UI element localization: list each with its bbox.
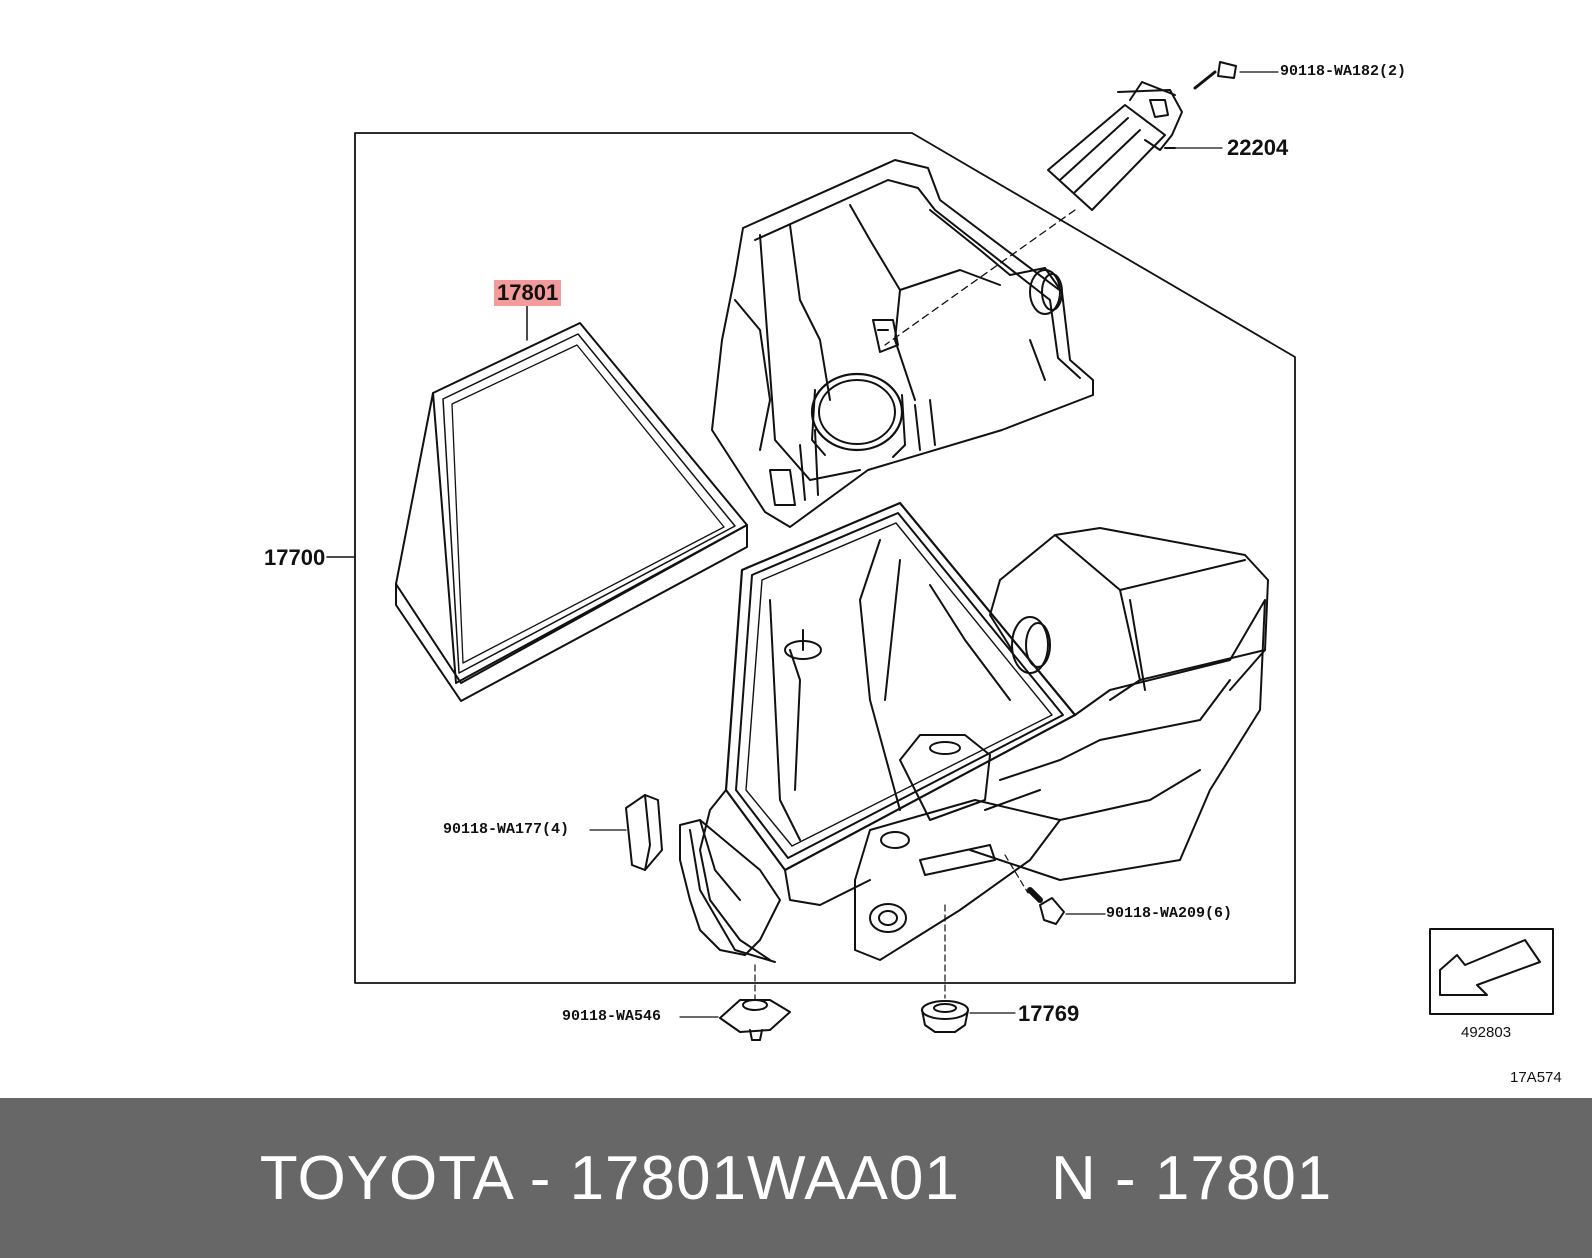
- air-cleaner-cover: [711, 159, 1094, 528]
- part-label-grommet: 17769: [1018, 1001, 1080, 1026]
- part-label-clamp: 90118-WA177(4): [443, 821, 570, 838]
- footer-banner: TOYOTA - 17801WAA01 N - 17801: [0, 1098, 1592, 1258]
- part-label-bolt-top: 90118-WA182(2): [1280, 63, 1407, 80]
- assembly-outline: [354, 132, 1296, 984]
- part-label-cleaner-assy: 17700: [264, 545, 326, 570]
- side-bolt: [1004, 854, 1106, 925]
- grommet-part: [921, 904, 1016, 1033]
- air-flow-meter: [884, 61, 1279, 346]
- part-label-flow-meter: 22204: [1227, 135, 1289, 160]
- view-code: 492803: [1461, 1024, 1512, 1041]
- footer-part-number: TOYOTA - 17801WAA01 N - 17801: [259, 1143, 1333, 1213]
- view-direction-box: [1429, 928, 1554, 1015]
- clamp-part: [589, 794, 663, 871]
- parts-diagram: [326, 61, 1554, 1041]
- figure-code: 17A574: [1510, 1069, 1562, 1086]
- part-label-clip: 90118-WA546: [562, 1008, 662, 1025]
- bottom-clip: [679, 964, 791, 1041]
- air-filter-element: [395, 305, 748, 702]
- part-label-bolt-side: 90118-WA209(6): [1106, 905, 1233, 922]
- part-label-air-filter: 17801: [494, 280, 562, 306]
- air-cleaner-case: [679, 501, 1269, 963]
